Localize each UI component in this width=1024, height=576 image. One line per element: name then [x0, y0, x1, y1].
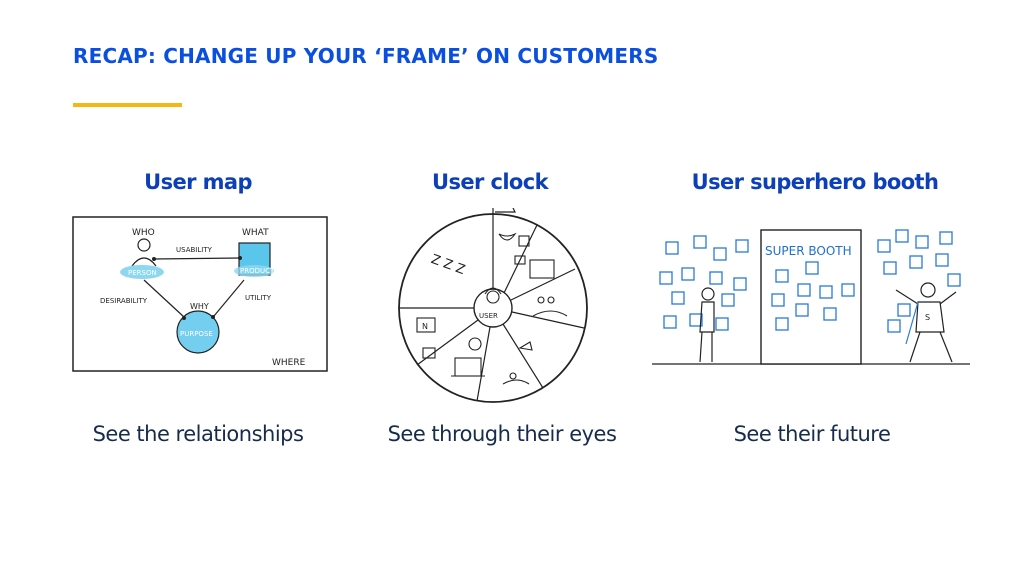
tv-icon — [416, 317, 436, 333]
group-person-icon — [509, 372, 517, 380]
person-left-figure — [699, 287, 715, 363]
thought-bubble-icon — [468, 337, 482, 351]
booth-label: SUPER BOOTH — [765, 244, 852, 258]
sticky-note — [721, 293, 735, 307]
meeting-person-1-icon — [537, 296, 545, 304]
sticky-note — [823, 307, 837, 321]
sticky-note — [713, 247, 727, 261]
what-label: WHAT — [242, 228, 269, 238]
product-figure — [234, 242, 274, 277]
sticky-note — [693, 235, 707, 249]
who-label: WHO — [132, 228, 155, 238]
slide-title: RECAP: CHANGE UP YOUR ‘FRAME’ ON CUSTOME… — [73, 44, 659, 68]
bus-icon — [518, 235, 530, 247]
sticky-note — [681, 267, 695, 281]
sticky-note — [735, 239, 749, 253]
sticky-note — [935, 253, 949, 267]
sticky-note — [909, 255, 923, 269]
sticky-note — [819, 285, 833, 299]
calendar-grid-icon — [529, 259, 555, 279]
user-superhero-booth-caption: See their future — [733, 422, 891, 446]
user-map-heading: User map — [144, 170, 252, 194]
sticky-note — [805, 261, 819, 275]
sticky-note — [709, 271, 723, 285]
user-clock-caption: See through their eyes — [387, 422, 617, 446]
user-map-caption: See the relationships — [92, 422, 304, 446]
sticky-note — [663, 315, 677, 329]
sticky-note — [775, 269, 789, 283]
sticky-note — [915, 235, 929, 249]
utility-label: UTILITY — [245, 294, 272, 302]
person-label: PERSON — [128, 269, 157, 277]
sticky-notes — [659, 229, 961, 333]
sandwich-icon — [518, 341, 533, 351]
title-accent-bar — [73, 103, 182, 107]
sticky-note — [665, 241, 679, 255]
sticky-note — [939, 231, 953, 245]
clock-segment-lines — [399, 214, 585, 402]
group-table-icon — [502, 379, 530, 385]
sticky-note — [877, 239, 891, 253]
sticky-note — [671, 291, 685, 305]
user-clock-heading: User clock — [432, 170, 549, 194]
why-label: WHY — [190, 302, 209, 311]
sticky-note — [775, 317, 789, 331]
superhero-booth-sketch: SUPER BOOTH S — [652, 229, 970, 365]
sticky-note — [771, 293, 785, 307]
sticky-note — [733, 277, 747, 291]
sticky-note — [883, 261, 897, 275]
sticky-note — [897, 303, 911, 317]
purpose-figure — [176, 310, 220, 354]
desirability-label: DESIRABILITY — [100, 297, 148, 305]
sticky-note — [797, 283, 811, 297]
where-label: WHERE — [272, 358, 306, 368]
user-face-icon — [484, 287, 502, 304]
bus-home-icon — [422, 347, 436, 359]
sticky-note — [895, 229, 909, 243]
usability-label: USABILITY — [176, 246, 213, 254]
user-superhero-booth-heading: User superhero booth — [691, 170, 939, 194]
booth-board — [760, 229, 862, 365]
user-map-sketch: WHO WHAT PERSON PRODUCT USABILITY DESIRA… — [72, 216, 328, 372]
user-clock-sketch: USER Z Z Z N — [398, 208, 588, 403]
sticky-note — [689, 313, 703, 327]
purpose-label: PURPOSE — [180, 330, 213, 338]
sticky-note — [659, 271, 673, 285]
sticky-note — [841, 283, 855, 297]
meeting-table-icon — [532, 310, 568, 317]
product-label: PRODUCT — [240, 267, 275, 275]
clock-activity-icons — [416, 232, 568, 385]
hero-badge: S — [925, 313, 930, 322]
user-label: USER — [479, 312, 498, 320]
mail-icon — [514, 255, 526, 265]
sticky-note — [715, 317, 729, 331]
breakfast-bowl-icon — [498, 232, 517, 241]
sticky-note — [947, 273, 961, 287]
sticky-note — [795, 303, 809, 317]
sticky-note — [887, 319, 901, 333]
tv-letter: N — [422, 322, 428, 331]
superhero-figure — [895, 282, 957, 363]
person-figure — [120, 238, 164, 279]
meeting-person-2-icon — [547, 296, 555, 304]
